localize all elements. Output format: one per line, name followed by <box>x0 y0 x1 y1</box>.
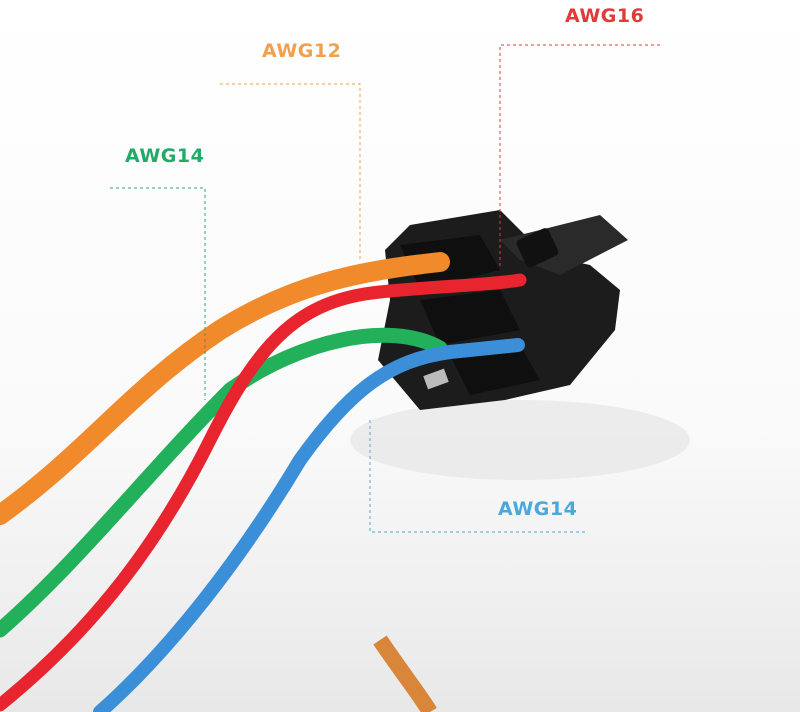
relay-socket-connector <box>378 210 628 410</box>
blue-wire <box>93 338 525 712</box>
awg14-green-leader-line <box>110 187 206 400</box>
awg12-leader-line <box>220 83 361 262</box>
awg14-blue-leader-line <box>369 420 585 533</box>
green-wire <box>0 327 448 638</box>
awg14-blue-label: AWG14 <box>498 498 578 520</box>
awg12-label: AWG12 <box>262 40 342 62</box>
red-wire <box>0 273 527 712</box>
connector-shadow <box>350 400 690 480</box>
orange-wire <box>0 252 450 525</box>
awg16-label: AWG16 <box>565 5 645 27</box>
awg14-green-label: AWG14 <box>125 145 205 167</box>
awg16-leader-line <box>499 44 660 268</box>
loose-orange-wire <box>373 635 437 712</box>
